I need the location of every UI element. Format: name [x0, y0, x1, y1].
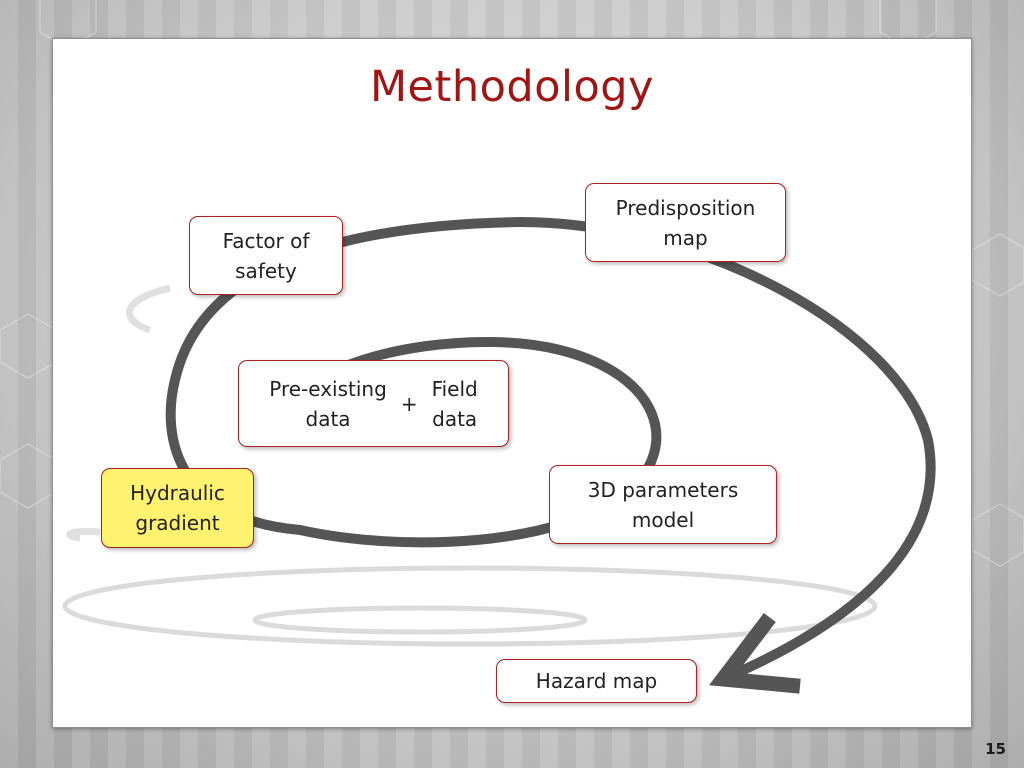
hydraulic-gradient-label: Hydraulic gradient	[130, 481, 225, 535]
hydraulic-gradient-box: Hydraulic gradient	[101, 468, 254, 548]
input-data-box: Pre-existing data + Field data	[238, 360, 509, 447]
factor-of-safety-label: Factor of safety	[222, 228, 310, 283]
slide-panel	[52, 38, 972, 728]
hazard-map-label: Hazard map	[535, 669, 658, 693]
spiral-path	[165, 216, 936, 676]
3d-parameters-model-box: 3D parameters model	[549, 465, 777, 544]
pre-existing-data-label: Pre-existing data	[269, 376, 387, 431]
hazard-map-box: Hazard map	[496, 659, 697, 703]
spiral-shadow	[66, 284, 171, 542]
spiral-reflection	[62, 565, 878, 647]
predisposition-map-label: Predisposition map	[615, 195, 756, 250]
plus-sign: +	[400, 391, 418, 416]
page-number: 15	[985, 740, 1006, 758]
3d-parameters-model-label: 3D parameters model	[587, 477, 739, 532]
inner-spiral-path	[295, 337, 662, 548]
predisposition-map-box: Predisposition map	[585, 183, 786, 262]
page-title: Methodology	[369, 62, 655, 112]
factor-of-safety-box: Factor of safety	[189, 216, 343, 295]
field-data-label: Field data	[431, 376, 478, 431]
